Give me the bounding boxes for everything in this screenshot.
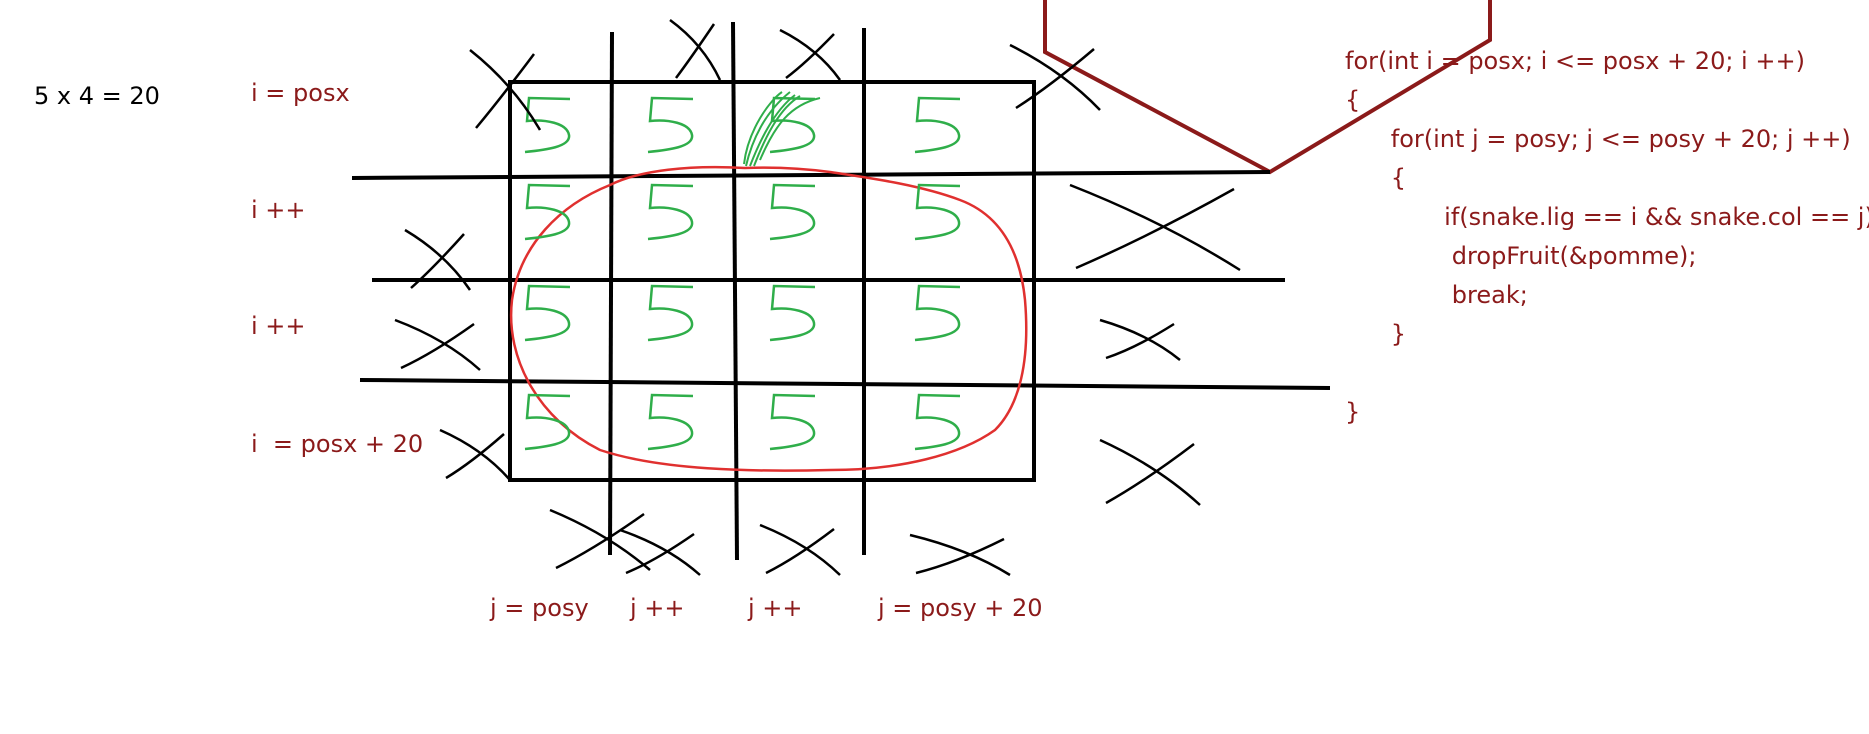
cell-glyph-5 <box>647 183 694 241</box>
cell-glyph-5 <box>769 284 816 342</box>
cell-glyph-5 <box>914 284 961 342</box>
grid-col-line-1 <box>608 31 614 556</box>
code-line: } <box>1345 320 1407 348</box>
grid-row-line-3 <box>359 378 1331 390</box>
code-line: if(snake.lig == i && snake.col == j) <box>1345 203 1869 231</box>
x-mark <box>619 528 701 576</box>
cell-glyph-5 <box>524 284 571 342</box>
code-line: for(int i = posx; i <= posx + 20; i ++) <box>1345 47 1805 75</box>
code-line: dropFruit(&pomme); <box>1345 242 1697 270</box>
col-label-3: j ++ <box>748 594 803 622</box>
row-label-3: i ++ <box>251 312 306 340</box>
cell-glyphs <box>524 96 961 451</box>
x-mark <box>469 49 542 131</box>
x-mark <box>549 508 651 571</box>
x-mark <box>1099 438 1201 506</box>
row-label-2: i ++ <box>251 196 306 224</box>
cell-glyph-5 <box>914 96 961 154</box>
col-label-1: j = posy <box>490 594 589 622</box>
formula-text: 5 x 4 = 20 <box>34 82 160 110</box>
cell-glyph-5 <box>647 284 694 342</box>
apple-leaf <box>743 91 821 167</box>
row-label-4: i = posx + 20 <box>251 430 424 458</box>
x-mark <box>779 28 842 81</box>
code-line: { <box>1345 164 1407 192</box>
cell-glyph-5 <box>647 393 694 451</box>
x-mark <box>909 533 1011 577</box>
cell-glyph-5 <box>769 183 816 241</box>
grid-row-line-1 <box>351 170 1271 180</box>
cell-glyph-5 <box>769 393 816 451</box>
x-mark <box>439 428 511 481</box>
col-label-2: j ++ <box>630 594 685 622</box>
cell-glyph-5 <box>524 393 571 451</box>
x-mark <box>1069 183 1241 272</box>
col-label-4: j = posy + 20 <box>878 594 1043 622</box>
row-label-1: i = posx <box>251 79 350 107</box>
x-mark <box>759 523 841 576</box>
cell-glyph-5 <box>647 96 694 154</box>
cell-glyph-5 <box>524 96 571 154</box>
cell-glyph-5 <box>914 393 961 451</box>
code-line: for(int j = posy; j <= posy + 20; j ++) <box>1345 125 1851 153</box>
x-mark <box>1099 318 1181 361</box>
code-line: { <box>1345 86 1361 114</box>
x-mark <box>394 318 481 371</box>
code-line: break; <box>1345 281 1528 309</box>
code-line: } <box>1345 398 1361 426</box>
cell-glyph-5 <box>914 183 961 241</box>
x-mark <box>1009 43 1101 111</box>
cell-glyph-5 <box>524 183 571 241</box>
x-mark <box>404 228 472 291</box>
x-mark <box>669 18 722 81</box>
cell-glyph-5 <box>769 96 816 154</box>
outside-marks <box>394 18 1241 577</box>
